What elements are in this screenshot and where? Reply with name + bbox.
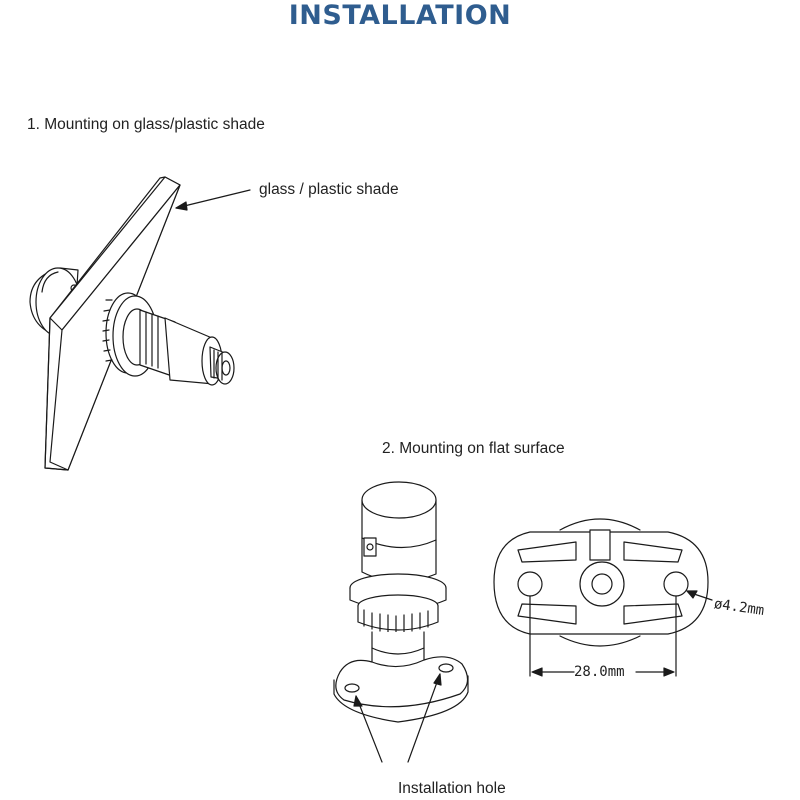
- section2-heading: 2. Mounting on flat surface: [382, 440, 565, 457]
- stem: [165, 318, 222, 385]
- installation-hole-arrows: [354, 674, 441, 762]
- hole-spacing-label: 28.0mm: [574, 664, 625, 680]
- figure-glass-mount: [30, 177, 250, 470]
- base-plan-view: [494, 519, 712, 676]
- base-flange: [334, 657, 468, 722]
- section1-heading: 1. Mounting on glass/plastic shade: [27, 116, 265, 133]
- page-title: INSTALLATION: [288, 0, 512, 31]
- threaded-tip: [210, 347, 234, 384]
- figure-flat-mount: [334, 482, 712, 762]
- mounting-nut: [350, 574, 446, 632]
- shade-callout-label: glass / plastic shade: [259, 181, 399, 198]
- shade-callout-arrow: [176, 190, 250, 210]
- top-cap: [362, 482, 436, 582]
- installation-hole-label: Installation hole: [398, 780, 506, 797]
